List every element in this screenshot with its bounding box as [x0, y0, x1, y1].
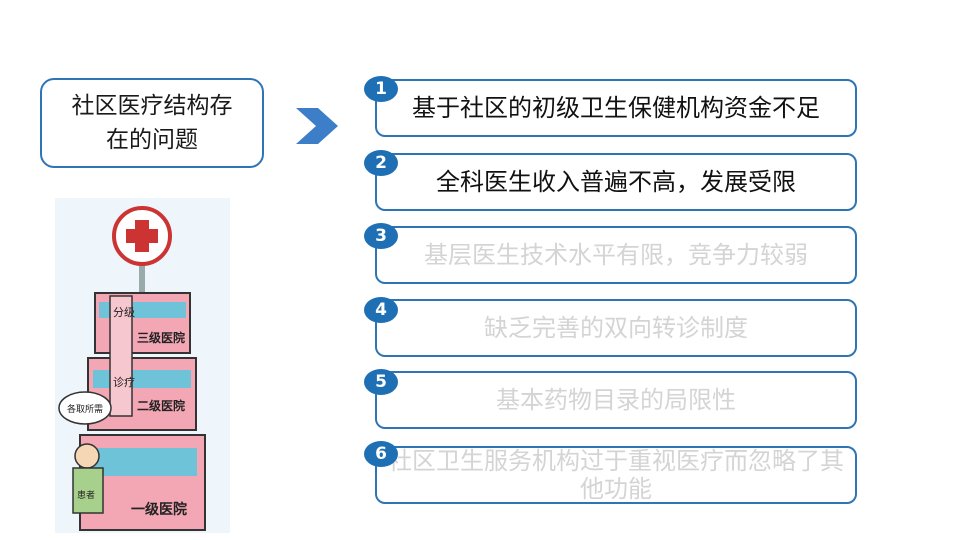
issue-text-4: 缺乏完善的双向转诊制度 — [484, 314, 748, 342]
issue-item-2: 全科医生收入普遍不高，发展受限 — [375, 153, 857, 211]
floor-1-label: 一级医院 — [131, 501, 187, 518]
number-badge-1: 1 — [364, 76, 398, 102]
issue-text-5: 基本药物目录的局限性 — [496, 386, 736, 414]
issue-item-3: 基层医生技术水平有限，竞争力较弱 — [375, 226, 857, 284]
floor-3-label: 三级医院 — [137, 330, 185, 345]
speech-bubble-text: 各取所需 — [67, 403, 103, 415]
issue-text-1: 基于社区的初级卫生保健机构资金不足 — [412, 94, 820, 122]
number-badge-3: 3 — [364, 223, 398, 249]
chevron-right-icon — [296, 108, 338, 144]
issue-item-4: 缺乏完善的双向转诊制度 — [375, 299, 857, 357]
issue-text-2: 全科医生收入普遍不高，发展受限 — [436, 168, 796, 196]
number-badge-6: 6 — [364, 441, 398, 467]
topic-box: 社区医疗结构存 在的问题 — [40, 78, 264, 168]
number-badge-5: 5 — [364, 369, 398, 395]
sign-text-2: 诊疗 — [113, 375, 135, 389]
topic-title: 社区医疗结构存 在的问题 — [57, 89, 247, 157]
number-badge-2: 2 — [364, 150, 398, 176]
issue-item-1: 基于社区的初级卫生保健机构资金不足 — [375, 79, 857, 137]
hospital-illustration: 分级 诊疗 三级医院 二级医院 一级医院 各取所需 患者 — [55, 198, 230, 533]
topic-title-line2: 在的问题 — [106, 127, 198, 153]
number-badge-4: 4 — [364, 297, 398, 323]
sign-text-1: 分级 — [113, 306, 135, 319]
topic-title-line1: 社区医疗结构存 — [71, 93, 233, 119]
issue-text-3: 基层医生技术水平有限，竞争力较弱 — [424, 241, 808, 269]
issue-item-6: 社区卫生服务机构过于重视医疗而忽略了其他功能 — [375, 446, 857, 504]
patient-label: 患者 — [77, 489, 95, 501]
issue-item-5: 基本药物目录的局限性 — [375, 371, 857, 429]
floor-2-label: 二级医院 — [137, 398, 185, 413]
issue-text-6: 社区卫生服务机构过于重视医疗而忽略了其他功能 — [388, 447, 844, 503]
